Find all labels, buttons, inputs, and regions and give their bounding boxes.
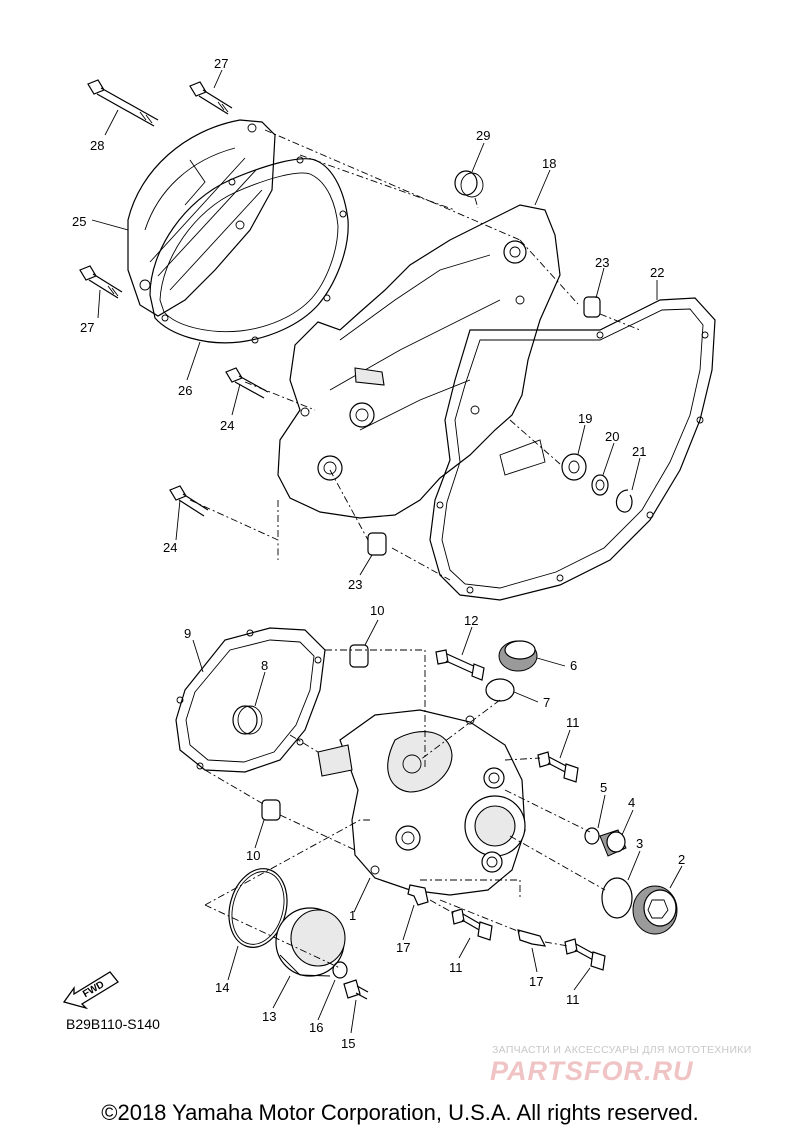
dowel-pin-10-lower <box>261 799 281 821</box>
oil-seal-8 <box>232 705 263 735</box>
leader-lines <box>91 69 683 1034</box>
part-label-21: 21 <box>632 444 646 459</box>
part-label-6: 6 <box>570 658 577 673</box>
diagram-code: B29B110-S140 <box>66 1016 160 1032</box>
forward-arrow-icon: FWD <box>62 971 119 1010</box>
guide-17-right <box>517 929 547 947</box>
part-label-12: 12 <box>464 613 478 628</box>
part-label-9: 9 <box>184 626 191 641</box>
part-label-26: 26 <box>178 383 192 398</box>
washer-20 <box>591 474 609 496</box>
part-label-3: 3 <box>636 836 643 851</box>
part-label-23: 23 <box>348 577 362 592</box>
bolt-12 <box>435 649 485 681</box>
part-label-1: 1 <box>349 908 356 923</box>
part-label-16: 16 <box>309 1020 323 1035</box>
part-label-24: 24 <box>163 540 177 555</box>
washer-16 <box>332 961 348 979</box>
part-label-7: 7 <box>543 695 550 710</box>
part-label-20: 20 <box>605 429 619 444</box>
oil-filler-cap-6 <box>498 640 538 672</box>
part-label-18: 18 <box>542 156 556 171</box>
part-label-10: 10 <box>370 603 384 618</box>
o-ring-5 <box>584 827 600 845</box>
bolt-28 <box>87 79 159 127</box>
circlip-21 <box>615 489 633 513</box>
watermark-tagline: ЗАПЧАСТИ И АКСЕССУАРЫ ДЛЯ МОТОТЕХНИКИ <box>492 1044 752 1056</box>
crankcase-cover <box>277 204 561 519</box>
part-label-14: 14 <box>215 980 229 995</box>
part-label-17: 17 <box>396 940 410 955</box>
part-label-11: 11 <box>566 992 580 1007</box>
o-ring-3 <box>601 877 633 919</box>
dowel-pin-23-lower <box>367 532 387 556</box>
part-label-23: 23 <box>595 255 609 270</box>
part-label-29: 29 <box>476 128 490 143</box>
copyright-notice: ©2018 Yamaha Motor Corporation, U.S.A. A… <box>101 1100 699 1125</box>
part-label-17: 17 <box>529 974 543 989</box>
part-label-13: 13 <box>262 1009 276 1024</box>
part-label-19: 19 <box>578 411 592 426</box>
plug-4 <box>599 829 627 857</box>
watermark-logo: PARTSFOR.RU <box>490 1056 694 1086</box>
bearing-19 <box>561 453 587 481</box>
clutch-cover <box>127 119 276 317</box>
crankcase-cover-gasket <box>429 297 716 601</box>
clutch-cover-gasket <box>149 156 349 344</box>
plug-2 <box>632 885 678 935</box>
lower-reference-lines <box>204 649 606 969</box>
bolt-15 <box>343 979 369 1000</box>
part-label-2: 2 <box>678 852 685 867</box>
bolt-27-lower <box>79 265 123 299</box>
upper-reference-lines <box>189 129 641 581</box>
bolt-11-right <box>537 751 579 783</box>
part-label-8: 8 <box>261 658 268 673</box>
o-ring-14 <box>228 868 288 948</box>
part-label-27: 27 <box>214 56 228 71</box>
part-label-28: 28 <box>90 138 104 153</box>
part-labels: 27 28 25 27 26 29 18 23 22 24 19 20 21 2… <box>72 56 685 1051</box>
part-label-5: 5 <box>600 780 607 795</box>
guide-17-left <box>407 884 429 906</box>
cover-13 <box>275 907 346 977</box>
part-label-10: 10 <box>246 848 260 863</box>
dowel-pin-23-upper <box>583 296 601 318</box>
part-label-15: 15 <box>341 1036 355 1051</box>
bolt-24-lower <box>169 485 209 517</box>
part-label-22: 22 <box>650 265 664 280</box>
part-label-11: 11 <box>566 715 580 730</box>
part-label-27: 27 <box>80 320 94 335</box>
bolt-11-lower <box>564 938 606 971</box>
part-label-11: 11 <box>449 960 463 975</box>
part-label-4: 4 <box>628 795 635 810</box>
o-ring-7 <box>485 678 515 702</box>
dowel-pin-10-upper <box>349 644 369 668</box>
bolt-11-center <box>451 908 493 941</box>
gasket-9 <box>175 627 326 773</box>
crankcase-cover-1 <box>317 709 526 896</box>
part-label-25: 25 <box>72 214 86 229</box>
oil-seal-29 <box>454 170 484 198</box>
part-label-24: 24 <box>220 418 234 433</box>
bolt-27-upper <box>189 81 233 115</box>
